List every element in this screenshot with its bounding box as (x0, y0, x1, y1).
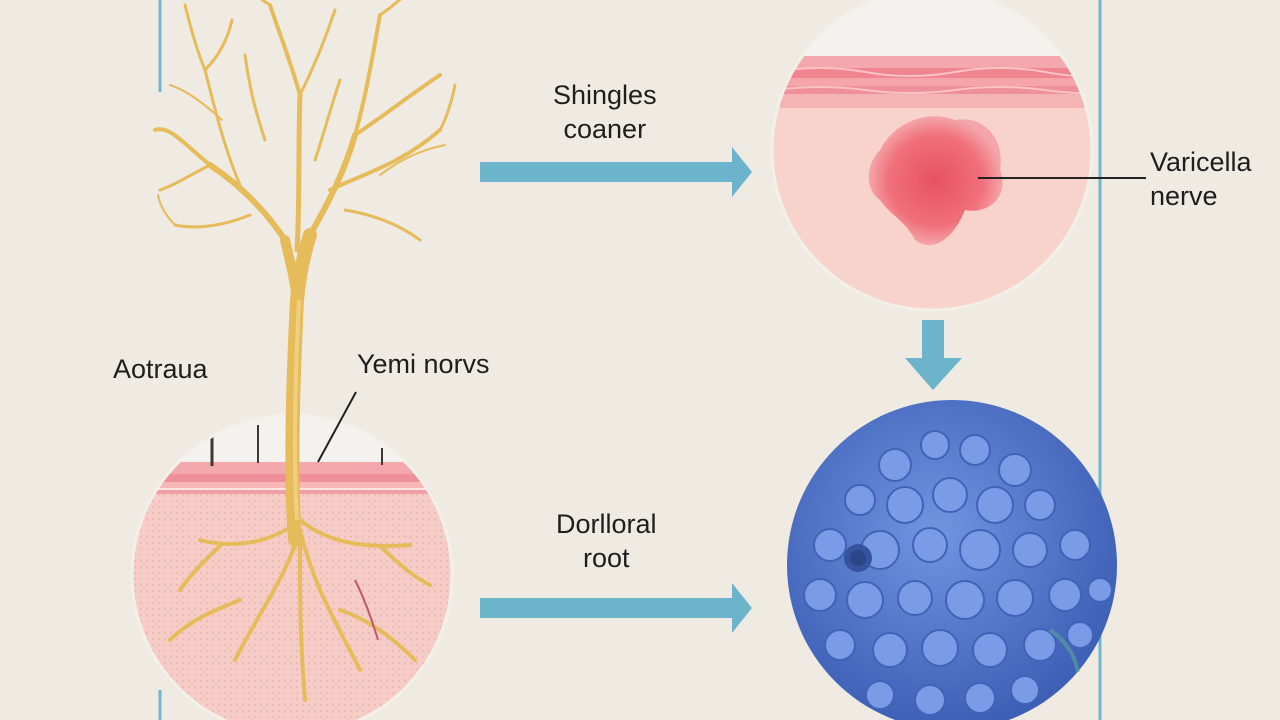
dorsal-root-label: Dorlloral root (556, 507, 657, 575)
varicella-label-line1: Varicella (1150, 147, 1252, 177)
shingles-label-line1: Shingles (553, 80, 657, 110)
varicella-label-line2: nerve (1150, 181, 1218, 211)
arrow-right-bottom (480, 583, 752, 633)
yemi-norvs-label: Yemi norvs (357, 349, 490, 379)
nerve-cell (153, 0, 457, 547)
arrow-down (905, 320, 962, 390)
arrow-right-top (480, 147, 752, 197)
rash-skin-circle (770, 0, 1094, 312)
shingles-label-line2: coaner (563, 114, 647, 144)
virus-particle (787, 400, 1117, 720)
nerve-trunk-highlight (292, 299, 301, 521)
yemi-pointer-line (317, 391, 357, 463)
dorsal-root-label-line1: Dorlloral (556, 509, 657, 539)
shingles-label: Shingles coaner (553, 78, 657, 146)
aotraua-label: Aotraua (113, 354, 208, 384)
varicella-label: Varicella nerve (1150, 145, 1252, 213)
dorsal-root-label-line2: root (583, 543, 630, 573)
